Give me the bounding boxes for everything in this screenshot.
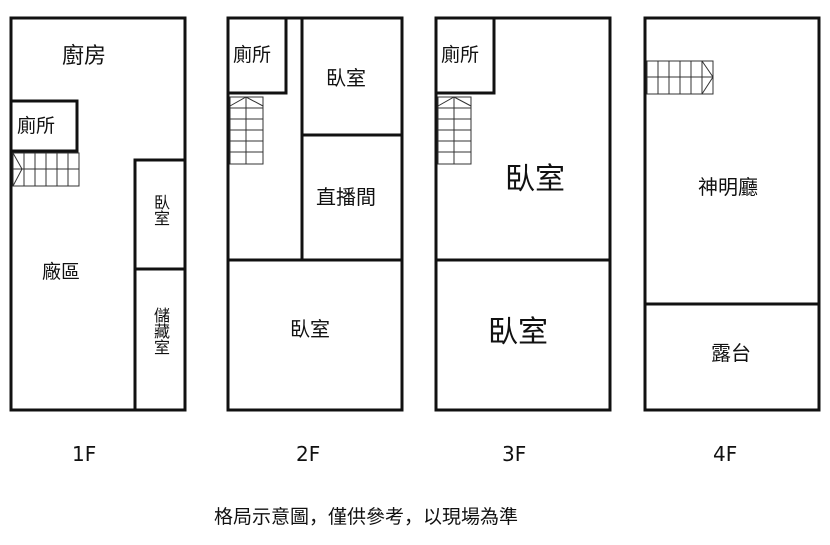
- room-label-3f-toilet: 廁所: [441, 44, 480, 66]
- floor-label-4f: 4F: [713, 442, 738, 466]
- room-label-3f-bedroom-top: 臥室: [505, 162, 565, 197]
- floor-3f-walls: [434, 16, 612, 412]
- stairs-3f-icon: [437, 96, 472, 165]
- room-label-2f-live-room: 直播間: [316, 185, 376, 209]
- floor-1f-walls: [9, 16, 187, 412]
- room-label-4f-shrine-hall: 神明廳: [698, 175, 758, 199]
- room-label-2f-toilet: 廁所: [233, 44, 272, 66]
- footnote: 格局示意圖，僅供參考，以現場為準: [214, 506, 519, 528]
- room-label-1f-storage: 儲藏室: [151, 307, 170, 355]
- floor-label-1f: 1F: [72, 442, 97, 466]
- room-label-1f-factory: 廠區: [42, 261, 81, 283]
- floor-4f-walls: [643, 16, 821, 412]
- room-label-1f-toilet: 廁所: [17, 115, 56, 137]
- room-label-1f-kitchen: 廚房: [62, 44, 107, 69]
- room-label-2f-bedroom-bottom: 臥室: [290, 317, 330, 341]
- room-label-4f-terrace: 露台: [711, 341, 751, 365]
- room-label-1f-bedroom: 臥室: [151, 194, 170, 226]
- floor-2f-walls: [226, 16, 404, 412]
- room-label-3f-bedroom-bottom: 臥室: [488, 315, 548, 350]
- stairs-4f-icon: [646, 60, 714, 95]
- floor-label-3f: 3F: [502, 442, 527, 466]
- stairs-1f-icon: [12, 152, 80, 187]
- stairs-2f-icon: [229, 96, 264, 165]
- room-label-2f-bedroom-top: 臥室: [326, 66, 366, 90]
- floor-label-2f: 2F: [296, 442, 321, 466]
